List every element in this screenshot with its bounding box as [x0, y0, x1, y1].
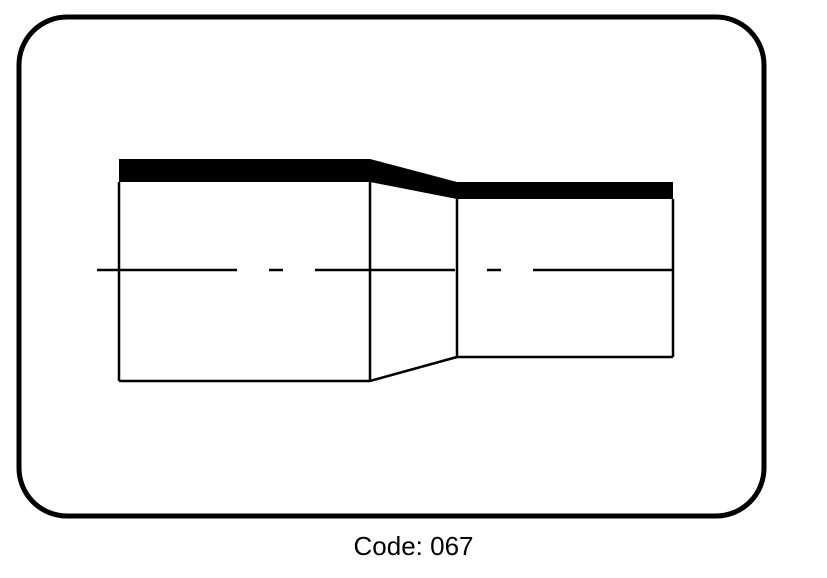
frame-border — [16, 14, 767, 519]
reducer-diagram — [16, 14, 767, 519]
top-wall-band — [119, 159, 673, 199]
taper-bottom-edge — [369, 355, 458, 383]
code-caption: Code: 067 — [353, 531, 474, 561]
